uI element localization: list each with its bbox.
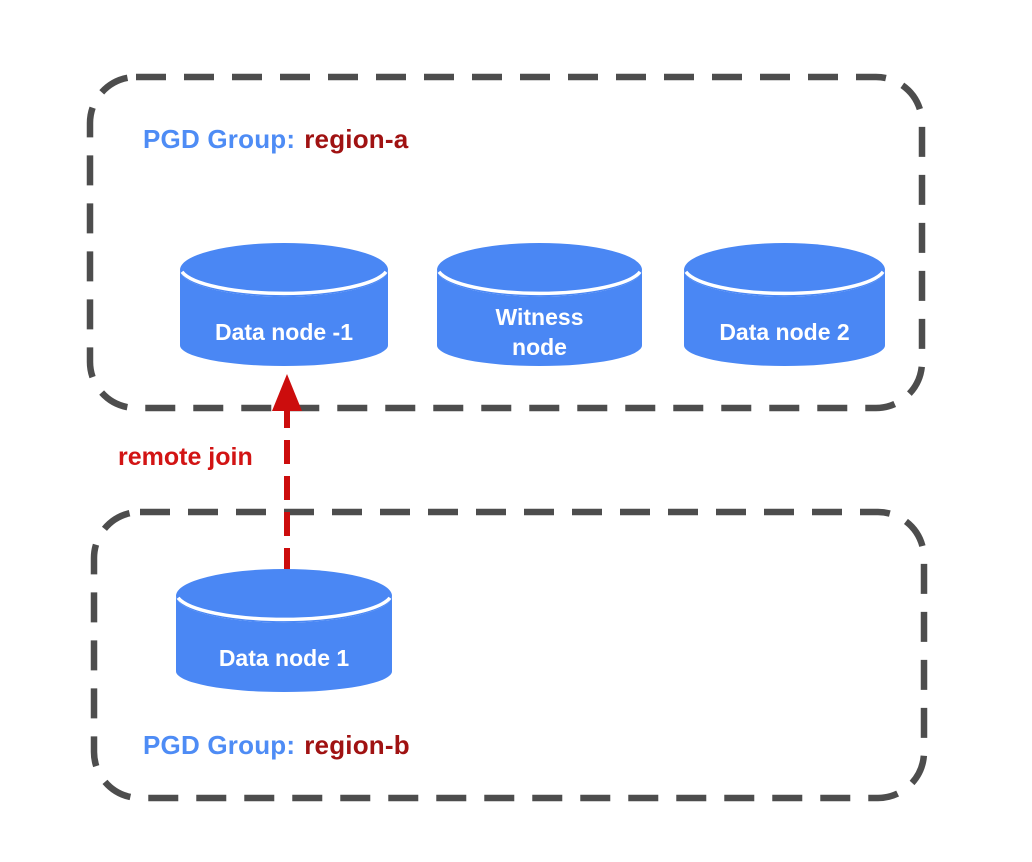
group-a-border (86, 73, 926, 412)
node-label: Data node -1 (214, 318, 354, 345)
group-b-label: PGD Group: region-b (143, 730, 410, 761)
remote-join-label: remote join (118, 443, 253, 471)
database-cylinder-icon (437, 243, 642, 367)
group-a-label-value: region-a (304, 124, 409, 154)
database-cylinder-icon (176, 569, 392, 693)
group-b-border (90, 508, 928, 802)
node-witness-node: Witness node (437, 243, 642, 374)
node-data-node-2: Data node 2 (684, 243, 885, 374)
group-a-label-prefix: PGD Group: (143, 124, 296, 154)
node-data-node-minus-1: Data node -1 (180, 243, 388, 374)
group-b-label-value: region-b (304, 730, 410, 760)
database-cylinder-icon (180, 243, 388, 367)
database-cylinder-icon (684, 243, 885, 367)
remote-join-arrowhead-icon (272, 374, 302, 411)
node-label: Data node 2 (719, 318, 850, 345)
node-label: Witness node (495, 303, 584, 360)
group-a-label: PGD Group: region-a (143, 124, 408, 155)
node-data-node-1: Data node 1 (176, 569, 392, 700)
node-label: Data node 1 (218, 644, 350, 671)
group-b-label-prefix: PGD Group: (143, 730, 296, 760)
